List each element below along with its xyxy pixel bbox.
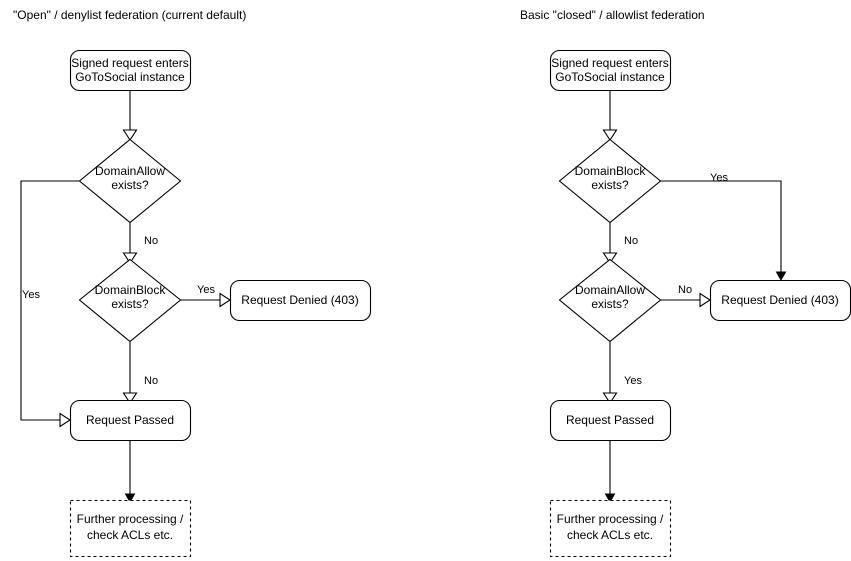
node-passed-label: Request Passed (566, 413, 654, 427)
edge-label-domainblock-yes: Yes (197, 284, 215, 296)
arrowhead-domainallow-no-to-denied (699, 292, 712, 308)
arrowhead-domainblock-yes-to-denied (775, 271, 787, 282)
node-decision-line1: DomainBlock (575, 164, 647, 178)
arrowhead-domainblock-no-to-domainallow (602, 252, 618, 265)
arrowhead-start-to-domainallow (122, 129, 138, 142)
panel-title-allowlist: Basic "closed" / allowlist federation (520, 8, 705, 22)
node-decision-line2: exists? (111, 178, 149, 192)
edge-label-domainallow-no: No (678, 284, 692, 296)
node-further-line1: Further processing / (557, 512, 664, 526)
arrowhead-start-to-domainblock (602, 129, 618, 142)
edge-domainallow-yes-to-passed (20, 180, 80, 421)
arrowhead-domainblock-yes-to-denied (219, 292, 232, 308)
node-decision-domainblock-allowlist: DomainBlock exists? (558, 138, 662, 224)
node-decision-line2: exists? (111, 297, 149, 311)
edge-label-domainblock-no: No (144, 375, 158, 387)
arrowhead-passed-to-further (124, 493, 136, 504)
node-start-line2: GoToSocial instance (555, 70, 665, 84)
node-further-line2: check ACLs etc. (87, 528, 173, 542)
node-start-denylist: Signed request enters GoToSocial instanc… (69, 49, 192, 92)
node-start-allowlist: Signed request enters GoToSocial instanc… (549, 49, 672, 92)
node-further-processing-denylist: Further processing / check ACLs etc. (69, 499, 192, 558)
node-request-denied-allowlist: Request Denied (403) (709, 279, 851, 322)
node-decision-domainallow-denylist: DomainAllow exists? (78, 138, 182, 224)
arrowhead-domainallow-yes-to-passed (59, 412, 72, 428)
arrowhead-domainblock-no-to-passed (122, 392, 138, 405)
node-decision-line1: DomainAllow (95, 164, 165, 178)
arrowhead-passed-to-further (604, 493, 616, 504)
arrowhead-domainallow-yes-to-passed (602, 392, 618, 405)
node-request-passed-denylist: Request Passed (69, 399, 192, 442)
edge-label-domainallow-yes: Yes (624, 375, 642, 387)
node-further-line2: check ACLs etc. (567, 528, 653, 542)
arrowhead-domainallow-no-to-domainblock (122, 252, 138, 265)
node-request-passed-allowlist: Request Passed (549, 399, 672, 442)
node-denied-shape (229, 279, 372, 322)
edge-label-domainblock-yes: Yes (710, 172, 728, 184)
node-decision-line2: exists? (591, 297, 629, 311)
edge-label-domainallow-yes: Yes (22, 289, 40, 301)
node-further-shape (549, 499, 672, 558)
node-further-shape (69, 499, 192, 558)
node-further-line1: Further processing / (77, 512, 184, 526)
node-start-line1: Signed request enters (71, 56, 188, 70)
edge-label-domainblock-no: No (624, 235, 638, 247)
node-decision-line1: DomainAllow (575, 283, 645, 297)
node-decision-line2: exists? (591, 178, 629, 192)
node-passed-label: Request Passed (86, 413, 174, 427)
edge-label-domainallow-no: No (144, 235, 158, 247)
edge-domainblock-yes-to-denied (660, 180, 782, 272)
node-request-denied-denylist: Request Denied (403) (229, 279, 372, 322)
node-further-processing-allowlist: Further processing / check ACLs etc. (549, 499, 672, 558)
node-denied-label: Request Denied (403) (241, 293, 358, 307)
node-decision-line1: DomainBlock (95, 283, 167, 297)
node-decision-domainblock-denylist: DomainBlock exists? (78, 258, 182, 343)
panel-title-denylist: "Open" / denylist federation (current de… (13, 8, 246, 22)
node-denied-label: Request Denied (403) (721, 293, 838, 307)
node-start-line2: GoToSocial instance (75, 70, 185, 84)
node-decision-domainallow-allowlist: DomainAllow exists? (558, 258, 662, 343)
node-start-line1: Signed request enters (551, 56, 668, 70)
